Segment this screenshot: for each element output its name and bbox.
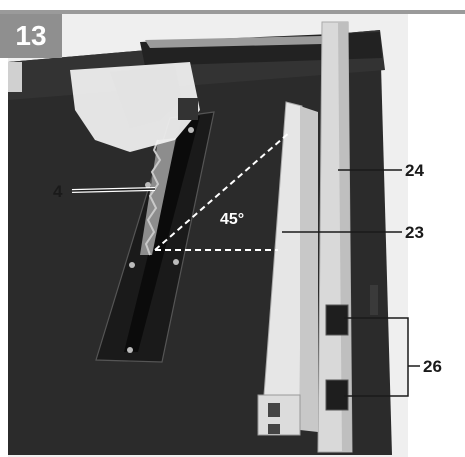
screw (145, 182, 151, 188)
top-rule (0, 10, 465, 14)
leader-blade (71, 188, 156, 192)
leader-clamps-bracket (344, 317, 409, 397)
callout-fence-rear: 24 (405, 161, 424, 180)
screw (188, 127, 194, 133)
screw (127, 347, 133, 353)
callout-fence-front: 23 (405, 223, 424, 242)
figure-number-badge: 13 (0, 14, 62, 58)
screw (129, 262, 135, 268)
screw (173, 259, 179, 265)
guard-mount (178, 98, 198, 120)
callout-clamps: 26 (423, 357, 442, 376)
callout-blade: 4 (53, 182, 63, 201)
saw-blade (140, 138, 176, 255)
fence-clamp-lower (325, 379, 349, 411)
fence-clamp-upper (325, 304, 349, 336)
angle-label: 45° (220, 211, 245, 228)
